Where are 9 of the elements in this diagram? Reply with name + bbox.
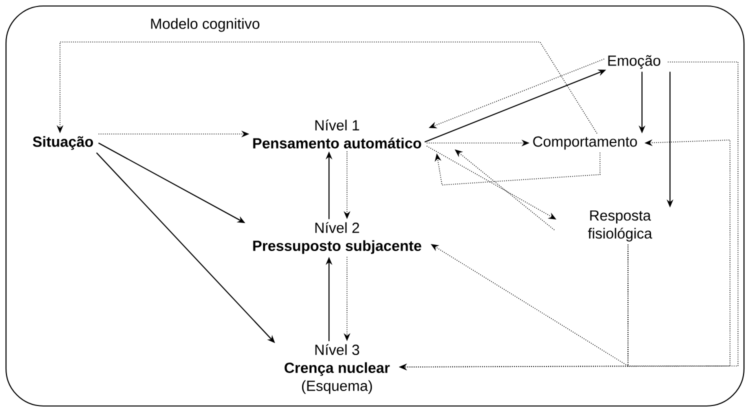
arrow [434,152,600,186]
response-label: Resposta fisiológica [588,210,652,242]
title: Modelo cognitivo [151,18,260,32]
situation-label: Situação [32,136,93,150]
response-label: Comportamento [533,136,637,150]
level-label: Nível 1 Pensamento automático [253,120,422,148]
level-label: Nível 2 Pressuposto subjacente [253,222,422,254]
response-label: Emoção [608,55,660,69]
level-label: Nível 3 Crença nuclear (Esquema) [284,344,390,394]
